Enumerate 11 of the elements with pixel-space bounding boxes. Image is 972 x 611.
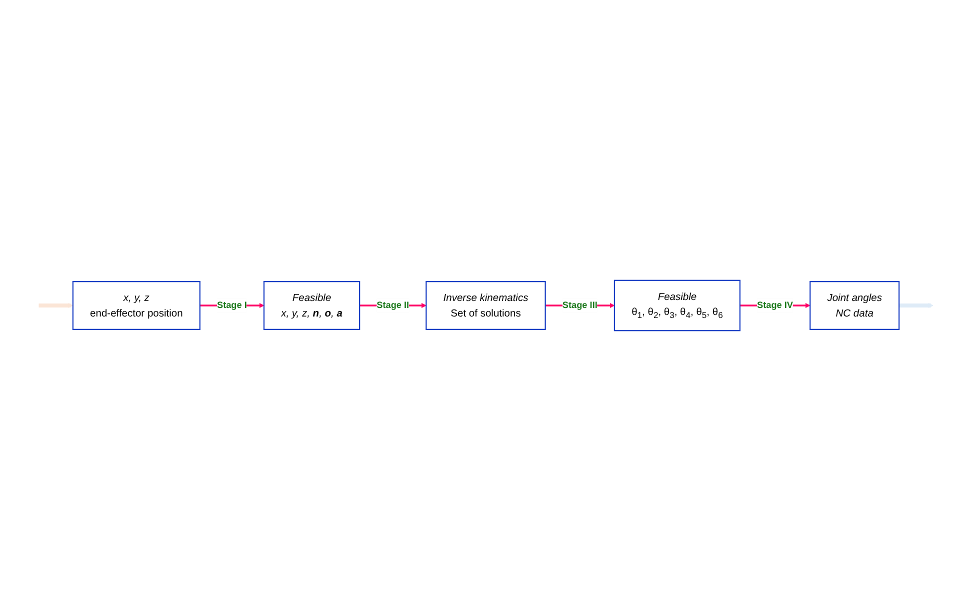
node-box: Inverse kinematics Set of solutions [426,281,546,330]
edge-label: Stage III [562,300,598,310]
arrow [38,303,74,308]
edge-label: Stage I [216,300,247,310]
node-box: Feasible θ$_{1}$, θ$_{2}$, θ$_{3}$, θ$_{4}$, θ$_{5}$, θ$_{6}$ [614,280,741,332]
node-box: Feasible x, y, z, n, o, a [263,281,360,330]
edge-label: Stage IV [757,300,794,310]
edge-label: Stage II [376,300,410,310]
node-box: x, y, z end-effector position [72,281,200,330]
arrow [899,303,934,308]
node-box: Joint angles NC data [810,281,900,330]
